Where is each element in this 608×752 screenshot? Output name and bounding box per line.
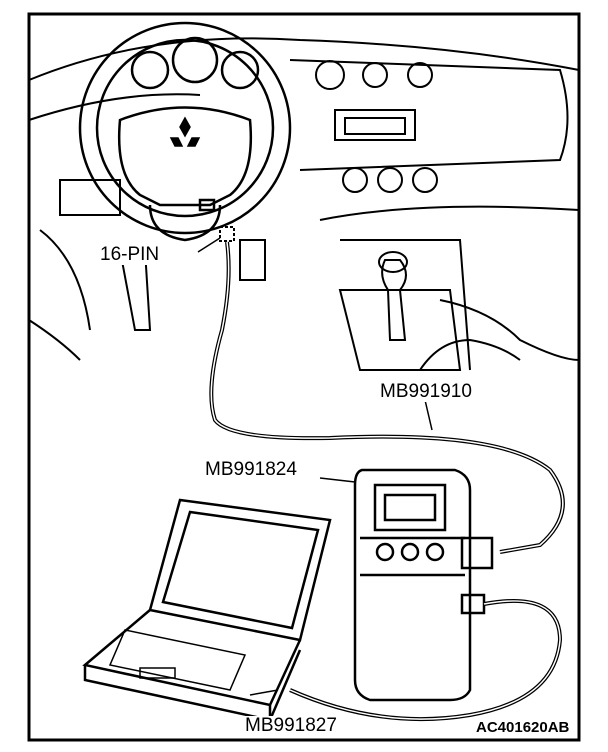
steering-wheel <box>78 21 292 242</box>
connector-and-cable <box>197 226 565 554</box>
usb-cable-label: MB991827 <box>245 715 337 736</box>
laptop <box>82 498 332 722</box>
interface-device <box>289 468 563 722</box>
figure-frame <box>27 12 581 742</box>
mitsubishi-logo <box>169 116 201 147</box>
dashboard <box>28 37 580 371</box>
figure-code: AC401620AB <box>476 719 570 736</box>
connector-label: 16-PIN <box>100 244 160 265</box>
cable-label-mb991910: MB991910 <box>380 381 472 402</box>
interface-unit-label: MB991824 <box>205 459 297 480</box>
